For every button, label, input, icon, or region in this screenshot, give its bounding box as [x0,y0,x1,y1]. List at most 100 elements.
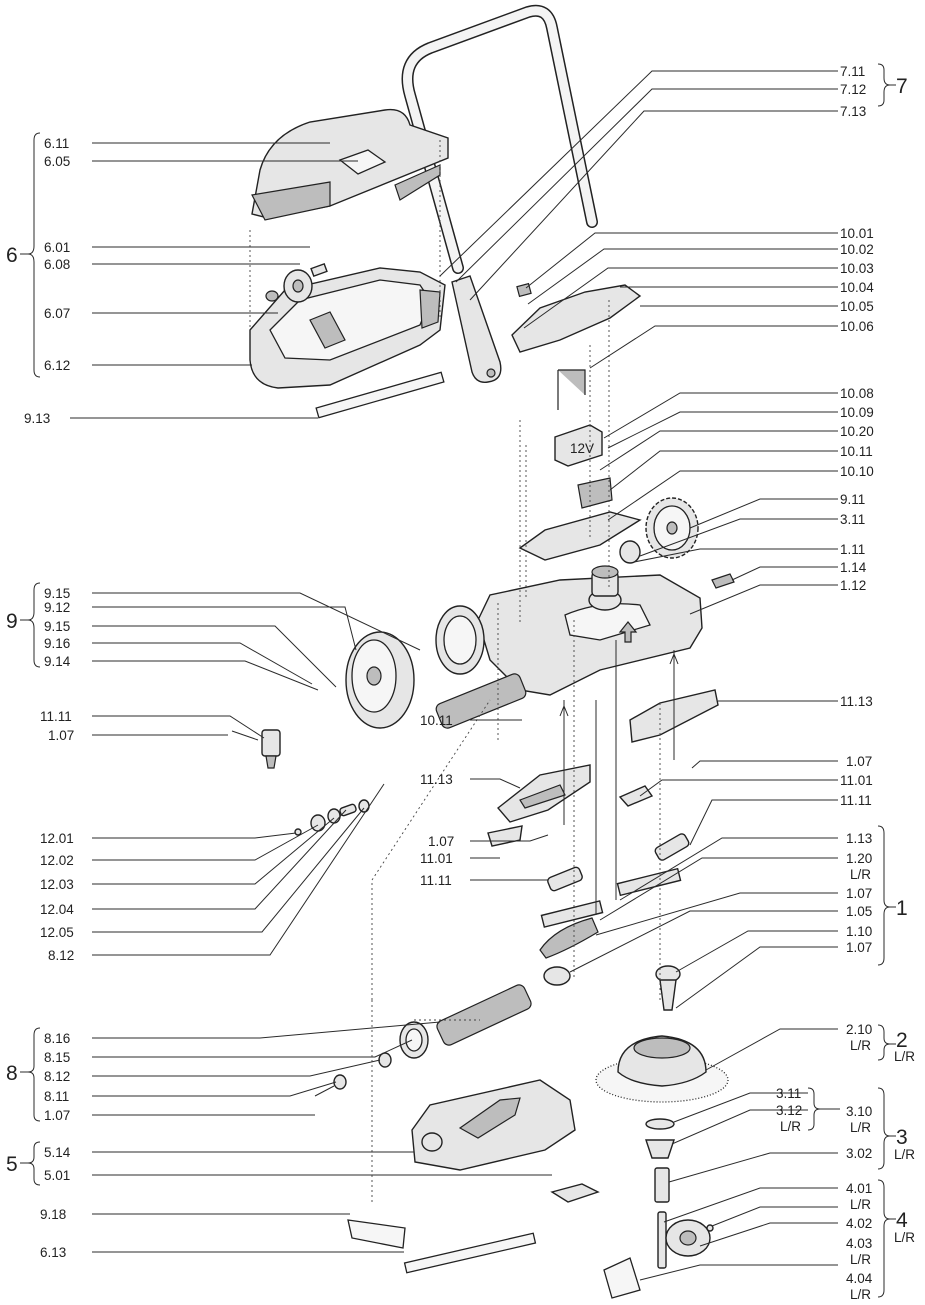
group-numbers: 6 9 8 5 7 1 2 L/R 3 L/R 4 L/R [6,75,915,1245]
label-1-07-f: 1.07 [846,940,872,955]
roller-brush [399,673,527,1059]
hopper-gear [265,262,328,303]
label-1-13: 1.13 [846,831,872,846]
top-plate-10-10 [518,511,642,561]
label-2-10-lr: L/R [850,1038,871,1053]
label-9-16: 9.16 [44,636,70,651]
rubber-strip-9-13 [315,371,445,419]
label-3-12: 3.12 [776,1103,802,1118]
label-8-16: 8.16 [44,1031,70,1046]
disc-3-11 [645,1118,675,1130]
label-1-11: 1.11 [840,542,865,557]
part-drawings: 12V [231,4,735,1299]
bracket-10-11 [577,477,613,509]
label-4-02: 4.02 [846,1216,872,1231]
label-4-04-lr: L/R [850,1287,871,1302]
plug-1-05 [539,917,599,959]
label-10-11-b: 10.11 [840,444,873,459]
label-3-11-b: 3.11 [776,1086,801,1101]
label-9-12: 9.12 [44,600,70,615]
gear-9-11 [619,497,699,564]
label-12-02: 12.02 [40,853,74,868]
battery: 12V [554,424,603,467]
brush-housing [411,1079,576,1171]
label-4-03-lr: L/R [850,1252,871,1267]
group-6: 6 [6,244,18,267]
plate-5-01 [550,1183,600,1203]
hopper-tray [249,267,446,389]
label-10-10: 10.10 [840,464,874,479]
group-7: 7 [896,75,908,98]
foot-1-10 [543,966,571,986]
brush-frame-center [496,764,591,823]
label-10-01: 10.01 [840,226,874,241]
label-9-13: 9.13 [24,411,50,426]
label-10-11-a: 10.11 [420,713,453,728]
hopper-cover [251,108,449,221]
label-8-12-a: 8.12 [48,948,74,963]
drive-small-parts [294,799,370,836]
label-6-07: 6.07 [44,306,70,321]
roller-brush-main [436,984,532,1046]
label-7-13: 7.13 [840,104,866,119]
label-12-04: 12.04 [40,902,74,917]
motors-center-right [487,785,690,892]
label-11-11-b: 11.11 [420,873,452,888]
group-9: 9 [6,610,18,633]
label-9-15-a: 9.15 [44,586,70,601]
label-3-10: 3.10 [846,1104,872,1119]
label-9-11: 9.11 [840,492,865,507]
part-labels: 6.11 6.05 6.01 6.08 6.07 6.12 9.13 9.15 … [24,64,874,1302]
cup-3-12 [645,1139,675,1159]
bar-1-13 [540,900,604,928]
label-4-03: 4.03 [846,1236,872,1251]
group-2: 2 [896,1029,908,1052]
label-6-13: 6.13 [40,1245,66,1260]
group-3: 3 [896,1126,908,1149]
label-3-12-lr: L/R [780,1119,801,1134]
label-10-03: 10.03 [840,261,874,276]
main-housing [477,565,703,696]
label-1-07-a: 1.07 [48,728,74,743]
label-10-04: 10.04 [840,280,874,295]
label-1-05: 1.05 [846,904,872,919]
label-8-15: 8.15 [44,1050,70,1065]
group-4-lr: L/R [894,1230,915,1245]
group-3-lr: L/R [894,1147,915,1162]
battery-label: 12V [570,441,594,456]
label-10-20: 10.20 [840,424,874,439]
label-1-07-b: 1.07 [44,1108,70,1123]
label-12-05: 12.05 [40,925,74,940]
label-11-01-a: 11.01 [420,851,453,866]
leader-lines [70,70,838,1281]
group-5: 5 [6,1153,18,1176]
group-8: 8 [6,1062,18,1085]
label-12-03: 12.03 [40,877,74,892]
strip-6-13 [403,1232,537,1274]
label-10-06: 10.06 [840,319,874,334]
group-number-ticks [20,84,896,1220]
label-7-12: 7.12 [840,82,866,97]
clip-1-14 [711,573,735,589]
label-12-01: 12.01 [40,831,74,846]
label-5-14: 5.14 [44,1145,71,1160]
label-11-13-a: 11.13 [420,772,453,787]
ring-8-12 [378,1052,392,1068]
bearing-group-4 [603,1211,714,1299]
label-1-12: 1.12 [840,578,866,593]
label-6-01: 6.01 [44,240,70,255]
label-2-10: 2.10 [846,1022,872,1037]
label-9-18: 9.18 [40,1207,66,1222]
label-7-11: 7.11 [840,64,865,79]
assembly-guide-lines [249,140,661,1205]
label-1-20-lr: L/R [850,867,871,882]
label-1-14: 1.14 [840,560,867,575]
label-11-01-b: 11.01 [840,773,873,788]
push-handle [401,4,598,383]
label-11-11-c: 11.11 [840,793,872,808]
label-11-11-a: 11.11 [40,709,72,724]
label-1-07-d: 1.07 [846,754,872,769]
label-1-10: 1.10 [846,924,872,939]
shaft-3-02 [654,1167,670,1203]
